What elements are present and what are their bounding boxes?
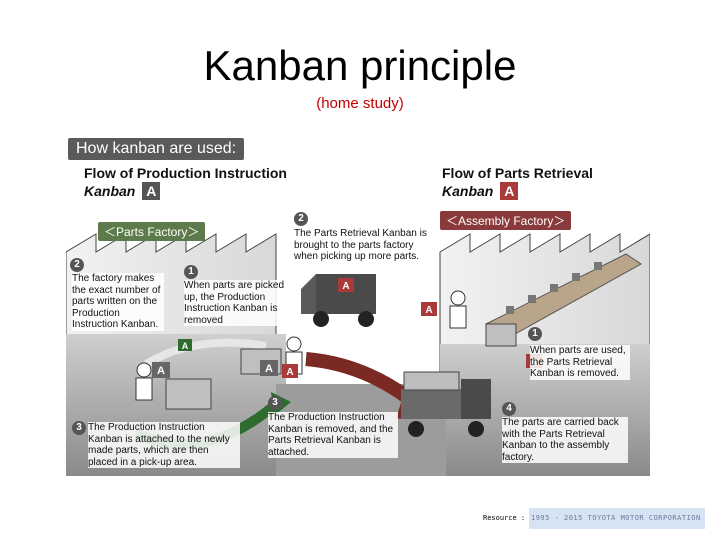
how-kanban-header: How kanban are used: (68, 138, 245, 160)
parts-box-assembly (485, 323, 517, 347)
step-right-2-number: 2 (294, 212, 308, 226)
step-right-4-number: 4 (502, 402, 516, 416)
svg-text:A: A (342, 281, 349, 292)
svg-text:A: A (425, 305, 432, 316)
step-right-1-number: 1 (528, 327, 542, 341)
credit-box (529, 508, 705, 529)
svg-text:A: A (265, 363, 273, 375)
step-right-1-text: When parts are used, the Parts Retrieval… (530, 345, 630, 380)
left-flow-line1: Flow of Production Instruction (84, 165, 287, 181)
step-right-3-text: The Production Instruction Kanban is rem… (268, 412, 398, 458)
right-flow-line2: Kanban (442, 183, 494, 199)
parts-factory-tag: ＜Parts Factory＞ (98, 222, 206, 241)
step-left-2-text: The factory makes the exact number of pa… (72, 273, 164, 331)
svg-text:A: A (157, 365, 165, 377)
slide-subtitle: (home study) (316, 95, 404, 112)
right-flow-badge: A (500, 182, 519, 200)
parts-boxes-production (165, 378, 212, 410)
left-flow-heading: Flow of Production Instruction Kanban A (84, 164, 287, 200)
credit-label: Resource : (483, 514, 526, 522)
kanban-illustration: A A A A A A A How kanban are used: Flow … (66, 134, 650, 476)
credit-text: 1995 - 2015 TOYOTA MOTOR CORPORATION (531, 514, 701, 522)
step-right-3-number: 3 (268, 396, 282, 410)
left-flow-line2: Kanban (84, 183, 136, 199)
step-right-4-text: The parts are carried back with the Part… (502, 417, 628, 463)
slide-title: Kanban principle (203, 42, 517, 89)
step-left-2-number: 2 (70, 258, 84, 272)
step-left-1-text: When parts are picked up, the Production… (184, 280, 292, 326)
right-flow-heading: Flow of Parts Retrieval Kanban A (442, 164, 593, 200)
step-right-2-text: The Parts Retrieval Kanban is brought to… (294, 228, 430, 263)
left-flow-badge: A (142, 182, 161, 200)
step-left-3-number: 3 (72, 421, 86, 435)
svg-text:A: A (182, 341, 189, 351)
step-left-3-text: The Production Instruction Kanban is att… (88, 422, 240, 468)
step-left-1-number: 1 (184, 265, 198, 279)
truck-to-assembly-factory (401, 371, 491, 437)
right-flow-line1: Flow of Parts Retrieval (442, 165, 593, 181)
svg-text:A: A (286, 367, 293, 378)
assembly-factory-tag: ＜Assembly Factory＞ (440, 211, 572, 230)
